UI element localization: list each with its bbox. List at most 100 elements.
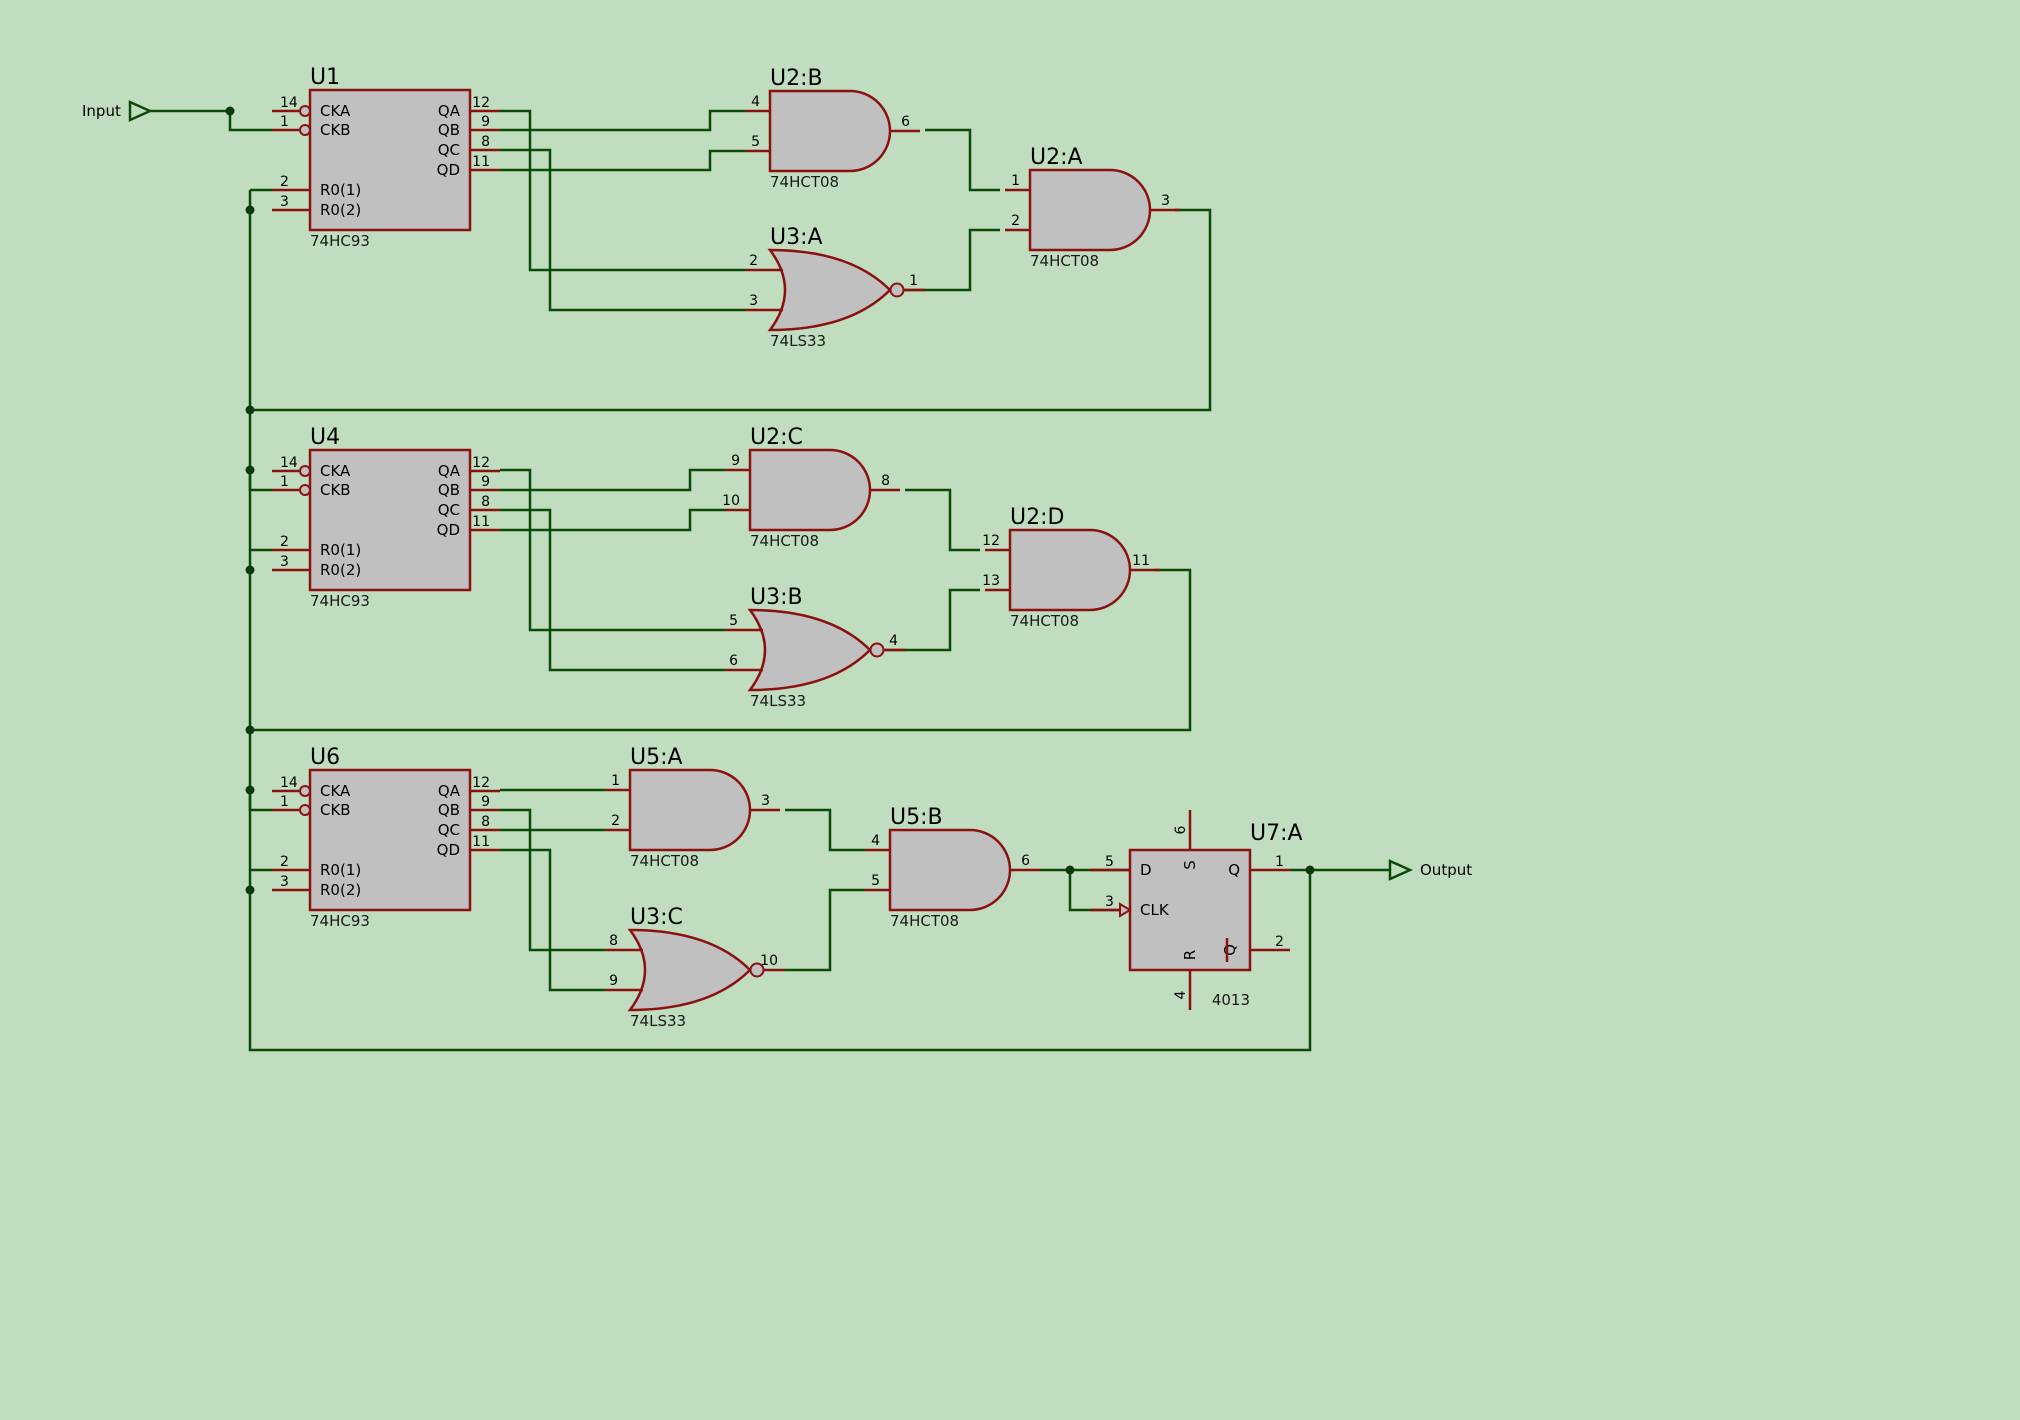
pin-number: 10 bbox=[760, 953, 778, 969]
pin-number: 3 bbox=[1161, 193, 1170, 209]
pin-signal-label: QB bbox=[438, 801, 460, 819]
pin-number: 9 bbox=[481, 794, 490, 810]
component-part: 74HCT08 bbox=[890, 912, 959, 930]
wire-u4-qc bbox=[500, 508, 725, 672]
terminals: Input Output bbox=[82, 100, 1472, 881]
nor-gate-body bbox=[747, 608, 872, 692]
pin-number: 3 bbox=[749, 293, 758, 309]
pin-number: 4 bbox=[751, 94, 760, 110]
nor-gate-body bbox=[627, 928, 752, 1012]
and-gate-body bbox=[748, 448, 872, 532]
pin-number: 2 bbox=[280, 854, 289, 870]
pin-signal-label: CKB bbox=[320, 121, 351, 139]
pin-signal-label: R0(2) bbox=[320, 881, 361, 899]
component-part: 74LS33 bbox=[630, 1012, 686, 1030]
component-part: 74HC93 bbox=[310, 912, 370, 930]
component-part: 74HCT08 bbox=[630, 852, 699, 870]
pin-number: 3 bbox=[280, 874, 289, 890]
pin-number: 4 bbox=[889, 633, 898, 649]
pin-number: 1 bbox=[611, 773, 620, 789]
component-ref: U3:B bbox=[750, 585, 803, 610]
pin-signal-label: QC bbox=[438, 501, 460, 519]
pin-signal-label: R0(2) bbox=[320, 561, 361, 579]
inversion-bubble bbox=[869, 642, 885, 658]
pin-number: 3 bbox=[1105, 894, 1114, 910]
pin-signal-label: QC bbox=[438, 141, 460, 159]
pin-signal-label: R0(2) bbox=[320, 201, 361, 219]
pin-number: 8 bbox=[481, 494, 490, 510]
component-ref: U5:B bbox=[890, 805, 943, 830]
pin-number: 5 bbox=[871, 873, 880, 889]
wire-u6-ckb bbox=[248, 790, 272, 812]
pin-signal-label: R0(1) bbox=[320, 861, 361, 879]
pin-signal-label: CLK bbox=[1140, 901, 1170, 919]
pin-signal-label: QD bbox=[437, 841, 460, 859]
pin-number: 3 bbox=[280, 194, 289, 210]
pin-number: 4 bbox=[1173, 990, 1189, 999]
component-ref: U2:D bbox=[1010, 505, 1064, 530]
pin-number: 5 bbox=[751, 134, 760, 150]
clock-edge-marker bbox=[1119, 902, 1132, 918]
component-ref: U2:B bbox=[770, 66, 823, 91]
pin-signal-label: QD bbox=[437, 521, 460, 539]
pin-number: 9 bbox=[731, 453, 740, 469]
component-part: 74LS33 bbox=[770, 332, 826, 350]
pin-number: 11 bbox=[472, 834, 490, 850]
pin-number: 8 bbox=[481, 134, 490, 150]
pin-number: 1 bbox=[280, 114, 289, 130]
wire-u2b-out bbox=[925, 128, 1000, 192]
pin-number: 9 bbox=[481, 114, 490, 130]
component-part: 74HCT08 bbox=[1010, 612, 1079, 630]
pin-number: 2 bbox=[749, 253, 758, 269]
pin-number: 2 bbox=[1275, 934, 1284, 950]
pin-signal-label: QA bbox=[438, 462, 461, 480]
pin-signal-label: CKB bbox=[320, 481, 351, 499]
nor-gate-body bbox=[767, 248, 892, 332]
wire-u1-qc bbox=[500, 148, 745, 312]
component-part: 74HCT08 bbox=[1030, 252, 1099, 270]
pin-number: 11 bbox=[472, 154, 490, 170]
and-gate-body bbox=[1008, 528, 1132, 612]
pin-number: 2 bbox=[280, 174, 289, 190]
component-ref: U3:A bbox=[770, 225, 823, 250]
wire-reset-bus bbox=[248, 190, 1312, 1052]
wire-u4-qb bbox=[500, 468, 725, 492]
pin-number: 2 bbox=[611, 813, 620, 829]
pin-signal-label: CKA bbox=[320, 462, 351, 480]
component-part: 74HC93 bbox=[310, 592, 370, 610]
junctions bbox=[225, 106, 1315, 895]
pin-number: 14 bbox=[280, 95, 298, 111]
pin-number: 4 bbox=[871, 833, 880, 849]
component-part: 74LS33 bbox=[750, 692, 806, 710]
counter-body bbox=[308, 88, 472, 232]
inversion-bubble bbox=[889, 282, 905, 298]
junction-u6-reset bbox=[245, 885, 255, 895]
wire-u1-qd bbox=[500, 149, 745, 172]
wire-u2a-feedback bbox=[250, 208, 1212, 412]
counter-body bbox=[308, 768, 472, 912]
pin-number: 6 bbox=[1173, 825, 1189, 834]
pin-number: 8 bbox=[881, 473, 890, 489]
pin-number: 6 bbox=[729, 653, 738, 669]
component-part: 74HCT08 bbox=[750, 532, 819, 550]
wire-u3c-out bbox=[785, 888, 865, 972]
inversion-bubble bbox=[299, 804, 311, 816]
pin-number: 9 bbox=[609, 973, 618, 989]
pin-number: 2 bbox=[280, 534, 289, 550]
junction-ff-d-clk bbox=[1065, 865, 1075, 875]
pin-number: 8 bbox=[481, 814, 490, 830]
component-part: 4013 bbox=[1212, 991, 1250, 1009]
pin-number: 13 bbox=[982, 573, 1000, 589]
component-part: 74HC93 bbox=[310, 232, 370, 250]
pin-number: 5 bbox=[1105, 854, 1114, 870]
pin-signal-label: D bbox=[1140, 861, 1152, 879]
